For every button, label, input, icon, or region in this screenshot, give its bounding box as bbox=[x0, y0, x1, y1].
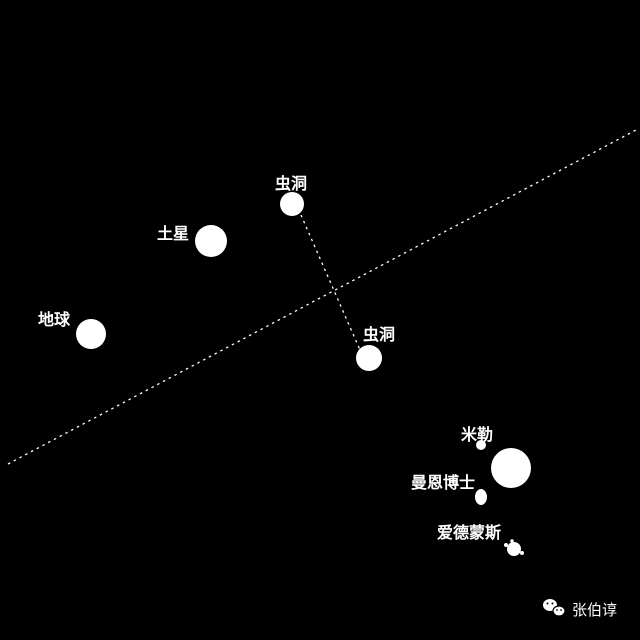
edmunds-label: 爱德蒙斯 bbox=[437, 523, 501, 542]
gargantua-circle bbox=[491, 448, 531, 488]
wormhole-far-circle bbox=[356, 345, 382, 371]
mann-body: 曼恩博士 bbox=[411, 473, 487, 505]
wormhole-far-label: 虫洞 bbox=[363, 325, 395, 344]
saturn-label: 土星 bbox=[157, 224, 189, 243]
mann-label: 曼恩博士 bbox=[411, 473, 475, 492]
edmunds-spike-1 bbox=[504, 543, 508, 547]
edmunds-spike-3 bbox=[510, 539, 514, 543]
wormhole-near-body: 虫洞 bbox=[275, 174, 307, 216]
edmunds-body: 爱德蒙斯 bbox=[437, 523, 524, 556]
earth-body: 地球 bbox=[38, 310, 106, 349]
mann-ellipse bbox=[475, 489, 487, 505]
saturn-body: 土星 bbox=[157, 224, 227, 257]
watermark: 张伯谆 bbox=[543, 599, 617, 619]
miller-body: 米勒 bbox=[461, 425, 493, 450]
wormhole-far-body: 虫洞 bbox=[356, 325, 395, 371]
wormhole-near-label: 虫洞 bbox=[275, 174, 307, 193]
dividing-dotted-line bbox=[7, 129, 637, 465]
miller-label: 米勒 bbox=[461, 425, 493, 444]
miller-circle bbox=[476, 440, 486, 450]
edmunds-circle bbox=[507, 542, 521, 556]
wechat-icon bbox=[543, 599, 566, 617]
wormhole-tunnel-line bbox=[300, 214, 361, 351]
saturn-circle bbox=[195, 225, 227, 257]
wormhole-near-circle bbox=[280, 192, 304, 216]
watermark-text: 张伯谆 bbox=[572, 601, 617, 619]
edmunds-spike-2 bbox=[520, 551, 524, 555]
earth-label: 地球 bbox=[38, 310, 71, 329]
earth-circle bbox=[76, 319, 106, 349]
